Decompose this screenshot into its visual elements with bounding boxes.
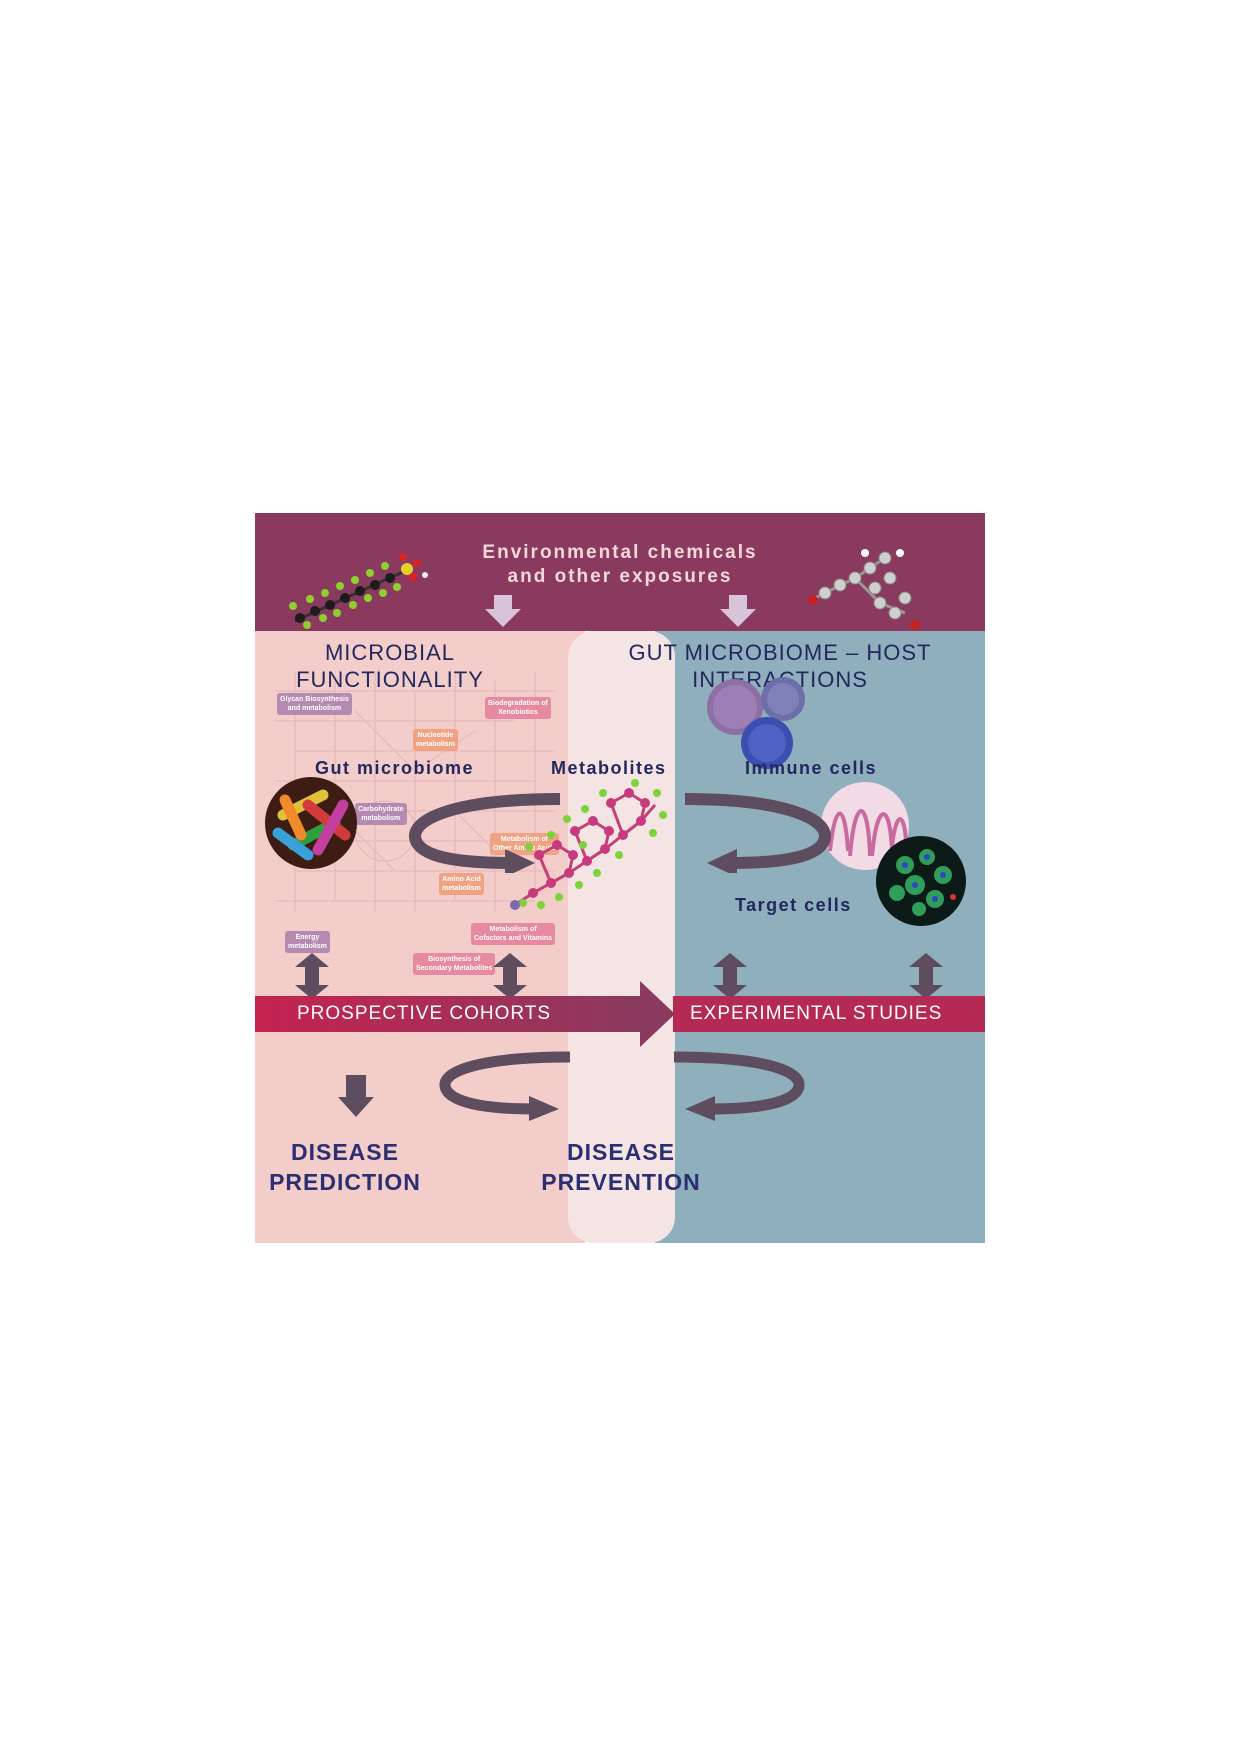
target-cells-image [876,836,966,926]
chemical-ring-molecule-icon [808,549,920,630]
experimental-studies-label: EXPERIMENTAL STUDIES [690,1003,943,1024]
study-bands [255,981,985,1047]
microbial-functionality-title-line1: MICROBIAL [324,640,456,665]
disease-prevention-line1: DISEASE [567,1139,675,1165]
exposure-down-arrow-right [720,595,756,627]
environment-title: Environmental chemicals and other exposu… [405,541,835,589]
prediction-down-arrow [338,1075,374,1117]
host-interactions-title-line1: GUT MICROBIOME – HOST [628,640,932,665]
disease-prediction-label: DISEASE PREDICTION [255,1137,435,1197]
microbial-functionality-title: MICROBIAL FUNCTIONALITY [285,639,495,693]
figure: Environmental chemicals and other exposu… [255,513,985,1243]
experiments-to-prevention-cycle-arrow [673,1051,805,1121]
disease-prediction-line1: DISEASE [291,1139,399,1165]
disease-prediction-line2: PREDICTION [269,1169,421,1195]
microbiome-to-metabolites-cycle-arrow [409,793,561,873]
disease-prevention-label: DISEASE PREVENTION [521,1137,721,1197]
prospective-cohorts-label: PROSPECTIVE COHORTS [297,1003,552,1024]
double-arrow-left-1 [295,953,329,999]
exposure-down-arrow-left [485,595,521,627]
microbial-functionality-title-line2: FUNCTIONALITY [296,667,484,692]
target-cells-label: Target cells [735,895,852,915]
immune-cells-image [707,677,805,769]
intestinal-tissue-image [821,782,909,870]
cohorts-to-prevention-cycle-arrow [439,1051,571,1121]
disease-prevention-line2: PREVENTION [541,1169,701,1195]
metabolites-column [568,631,675,1243]
metabolite-molecule-icon [510,779,667,910]
environment-title-line1: Environmental chemicals [482,542,758,563]
gut-microbiome-label: Gut microbiome [315,758,475,778]
metabolites-label: Metabolites [551,758,667,778]
host-to-metabolites-cycle-arrow [685,793,831,873]
double-arrow-right-2 [909,953,943,999]
gut-bacteria-image [265,777,357,869]
double-arrow-right-1 [713,953,747,999]
environment-title-line2: and other exposures [507,566,733,587]
double-arrow-left-2 [493,953,527,999]
immune-cells-label: Immune cells [745,758,878,778]
host-interactions-panel [655,631,985,1243]
chemical-chain-molecule-icon [289,553,428,629]
